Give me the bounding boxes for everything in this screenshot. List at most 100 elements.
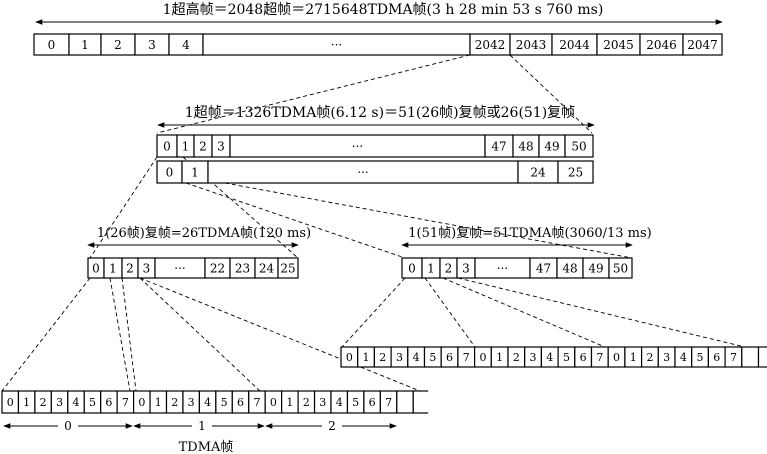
frame-cell-label: 0 [138,396,145,409]
frame-cell-label: 2 [513,351,520,364]
tdma-group-labels: 0 1 2 [3,419,397,433]
frame-cell-label: 1 [363,351,370,364]
frame-cell-label: 6 [446,351,453,364]
frame-cell-label: ··· [357,165,368,179]
frame-cell-label: 6 [369,396,376,409]
frame-cell-label: 6 [713,351,720,364]
frame-cell-label: 1 [81,38,89,52]
frame-cell-label: 2047 [687,38,718,52]
frame-cell-label: 1 [496,351,503,364]
frame-cell [564,134,594,158]
frame-cell-label: 24 [530,165,546,179]
frame-cell-label: 0 [163,139,171,153]
frame-cell-label: 5 [563,351,570,364]
frame-cell-label: 22 [210,261,225,275]
frame-cell-label: 0 [613,351,620,364]
frame-cell-label: 2044 [559,38,590,52]
superframe-title: 1超帧＝1326TDMA帧(6.12 s)＝51(26帧)复帧或26(51)复帧 [185,104,575,121]
frame-cell-label: 2 [126,261,134,275]
frame-cell-label: 2 [171,396,178,409]
connector-lines [1,54,746,392]
frame-cell-label: 5 [429,351,436,364]
frame-cell-label: 1 [109,261,117,275]
frame-cell-label: 3 [148,38,156,52]
frame-cell [557,160,594,184]
frame-cell-label: 0 [48,38,56,52]
frame-cell-label: 1 [23,396,30,409]
frame-cell-label: 49 [544,139,559,153]
frame-cell-label: 0 [166,165,174,179]
frame-cell-label: 7 [730,351,737,364]
frame-cell-label: 7 [463,351,470,364]
frame-cell-label: 1 [155,396,162,409]
multiframe26-title: 1(26帧)复帧=26TDMA帧(120 ms) [97,226,311,241]
tdma-group-label-1: 1 [198,419,206,433]
superframe-row-26: 0 1 ··· 24 25 [156,160,594,184]
frame-cell-label: 3 [462,261,470,275]
frame-cell-label: 1 [630,351,637,364]
hyperframe-row: 0 1 2 3 4 ··· 2042 2043 2044 2045 2046 2047 [33,33,723,56]
frame-cell [682,33,723,56]
frame-cell-label: 3 [319,396,326,409]
frame-cell-label: 50 [613,261,628,275]
frame-cell-label: 3 [530,351,537,364]
frame-cell-label: 2046 [646,38,677,52]
frame-cell-label: 3 [143,261,151,275]
frame-cell-label: 4 [680,351,687,364]
frame-cell-label: 2 [40,396,47,409]
multiframe51-title: 1(51帧)复帧=51TDMA帧(3060/13 ms) [408,226,651,241]
frame-cell-label: ··· [352,139,363,153]
frame-cell-label: 25 [280,261,295,275]
frame-cell [412,390,431,414]
tdma-group-label-0: 0 [64,419,72,433]
frame-cell-label: ··· [174,261,185,275]
hyperframe-title: 1超高帧＝2048超帧＝2715648TDMA帧(3 h 28 min 53 s… [163,1,604,18]
frame-cell-label: 2 [379,351,386,364]
frame-cell-label: 48 [562,261,577,275]
frame-cell [608,257,633,279]
frame-cell-label: 5 [352,396,359,409]
frame-cell-label: 2 [114,38,122,52]
frame-cell-label: 3 [663,351,670,364]
frame-cell-label: 2045 [603,38,634,52]
frame-cell-label: ··· [331,38,342,52]
frame-cell-label: 1 [191,165,199,179]
frame-cell-label: 1 [427,261,435,275]
frame-cell-label: 0 [270,396,277,409]
frame-cell-label: 7 [122,396,129,409]
frame-cell-label: 4 [336,396,343,409]
frame-cell-label: 5 [89,396,96,409]
frame-cell-label: 49 [588,261,603,275]
frame-cell [277,257,299,279]
frame-cell [741,346,760,368]
frame-cell-label: 0 [92,261,100,275]
frame-cell-label: 3 [396,351,403,364]
frame-cell-label: 4 [182,38,190,52]
frame-cell-label: 7 [596,351,603,364]
frame-cell-label: 0 [408,261,416,275]
frame-cell-label: 2 [199,139,207,153]
frame-cell-label: 48 [518,139,533,153]
frame-cell-label: 24 [259,261,275,275]
frame-cell-label: 0 [7,396,14,409]
frame-cell-label: 47 [491,139,506,153]
frame-cell-label: 25 [568,165,583,179]
frame-cell-label: 2 [445,261,453,275]
frame-cell-label: ··· [497,261,508,275]
frame-cell-label: 1 [182,139,190,153]
frame-cell-label: 5 [697,351,704,364]
frame-cell-label: 2043 [516,38,547,52]
frame-cell-label: 4 [204,396,211,409]
tdma-caption: TDMA帧 [179,440,234,454]
frame-cell-label: 0 [346,351,353,364]
frame-cell-label: 6 [580,351,587,364]
frame-cell-label: 0 [479,351,486,364]
frame-cell-label: 2042 [475,38,506,52]
frame-cell-label: 7 [385,396,392,409]
tdma-group-label-2: 2 [328,419,336,433]
